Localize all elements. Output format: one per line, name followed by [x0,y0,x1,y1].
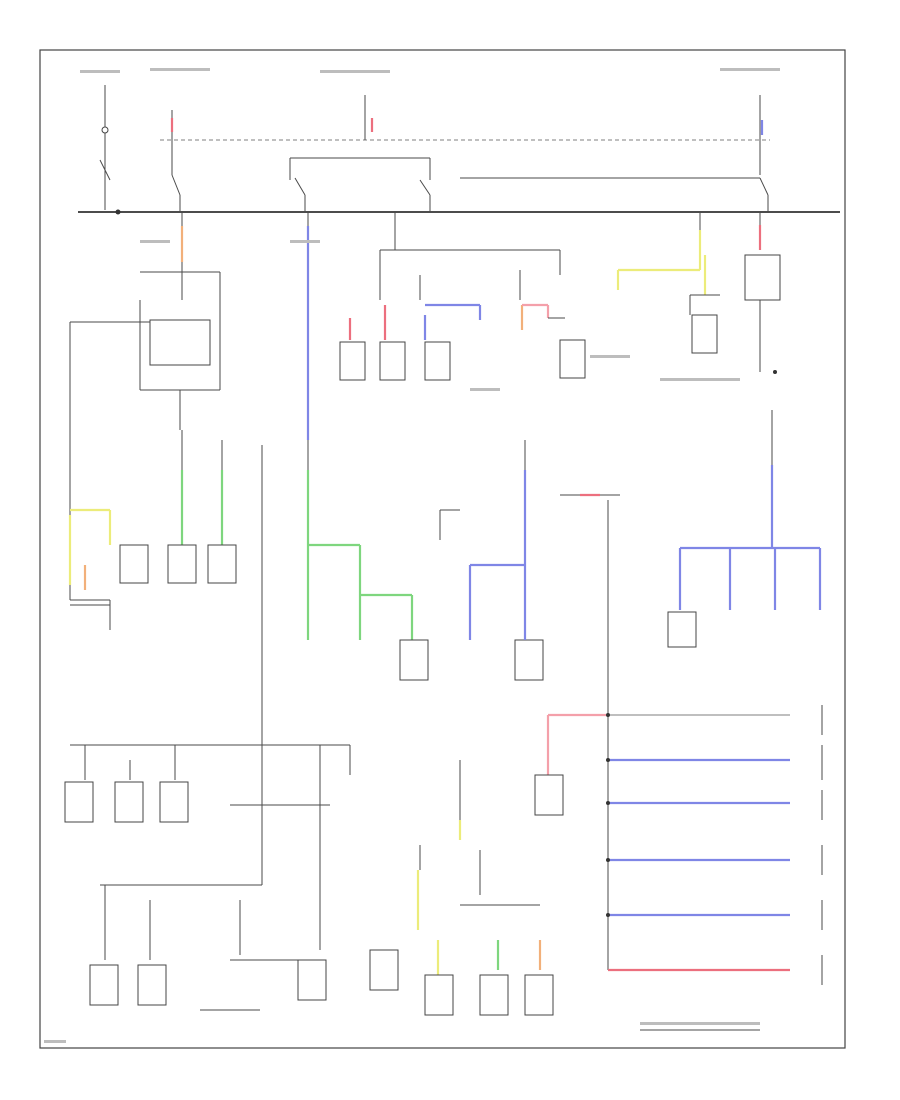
component-u5 [691,314,718,354]
feed-left-circuit [69,212,221,600]
bus-switch-contacts [171,174,769,212]
bottom-center-section [416,760,554,1016]
component-b7 [369,949,399,991]
component-b6 [297,959,327,1001]
ignition-switch-left [99,85,121,215]
feed-right-red [744,212,781,374]
upper-components [339,314,718,381]
relay-right [744,254,781,301]
ground-icon [70,604,760,1031]
component-r2 [534,774,564,816]
component-b10 [524,974,554,1016]
component-b1 [64,781,94,823]
feed-right-yellow [616,212,720,315]
relay-module-left [149,319,211,366]
diagram-frame [39,49,846,1049]
component-b3 [159,781,189,823]
component-c1 [399,639,429,681]
component-u1 [339,341,366,381]
component-l3 [207,544,237,584]
feed-center-blue [306,212,414,640]
component-b4 [89,964,119,1006]
fuse-group-top [170,95,764,175]
component-r1 [667,611,697,648]
right-blue-branch [667,410,822,648]
component-l2 [167,544,197,584]
feed-middle-fuses [348,212,565,340]
component-u4 [559,339,586,379]
right-output-lines [534,705,823,985]
component-l1 [119,544,149,584]
top-power-bus [78,139,840,213]
component-b2 [114,781,144,823]
component-b9 [479,974,509,1016]
component-u3 [424,341,451,381]
component-u2 [379,341,406,381]
component-b5 [137,964,167,1006]
label-marks [44,68,780,1043]
component-c2 [514,639,544,681]
center-lower-components [399,440,620,970]
left-middle-fuses [68,430,263,780]
bottom-left-section [64,744,399,1006]
component-b8 [424,974,454,1016]
